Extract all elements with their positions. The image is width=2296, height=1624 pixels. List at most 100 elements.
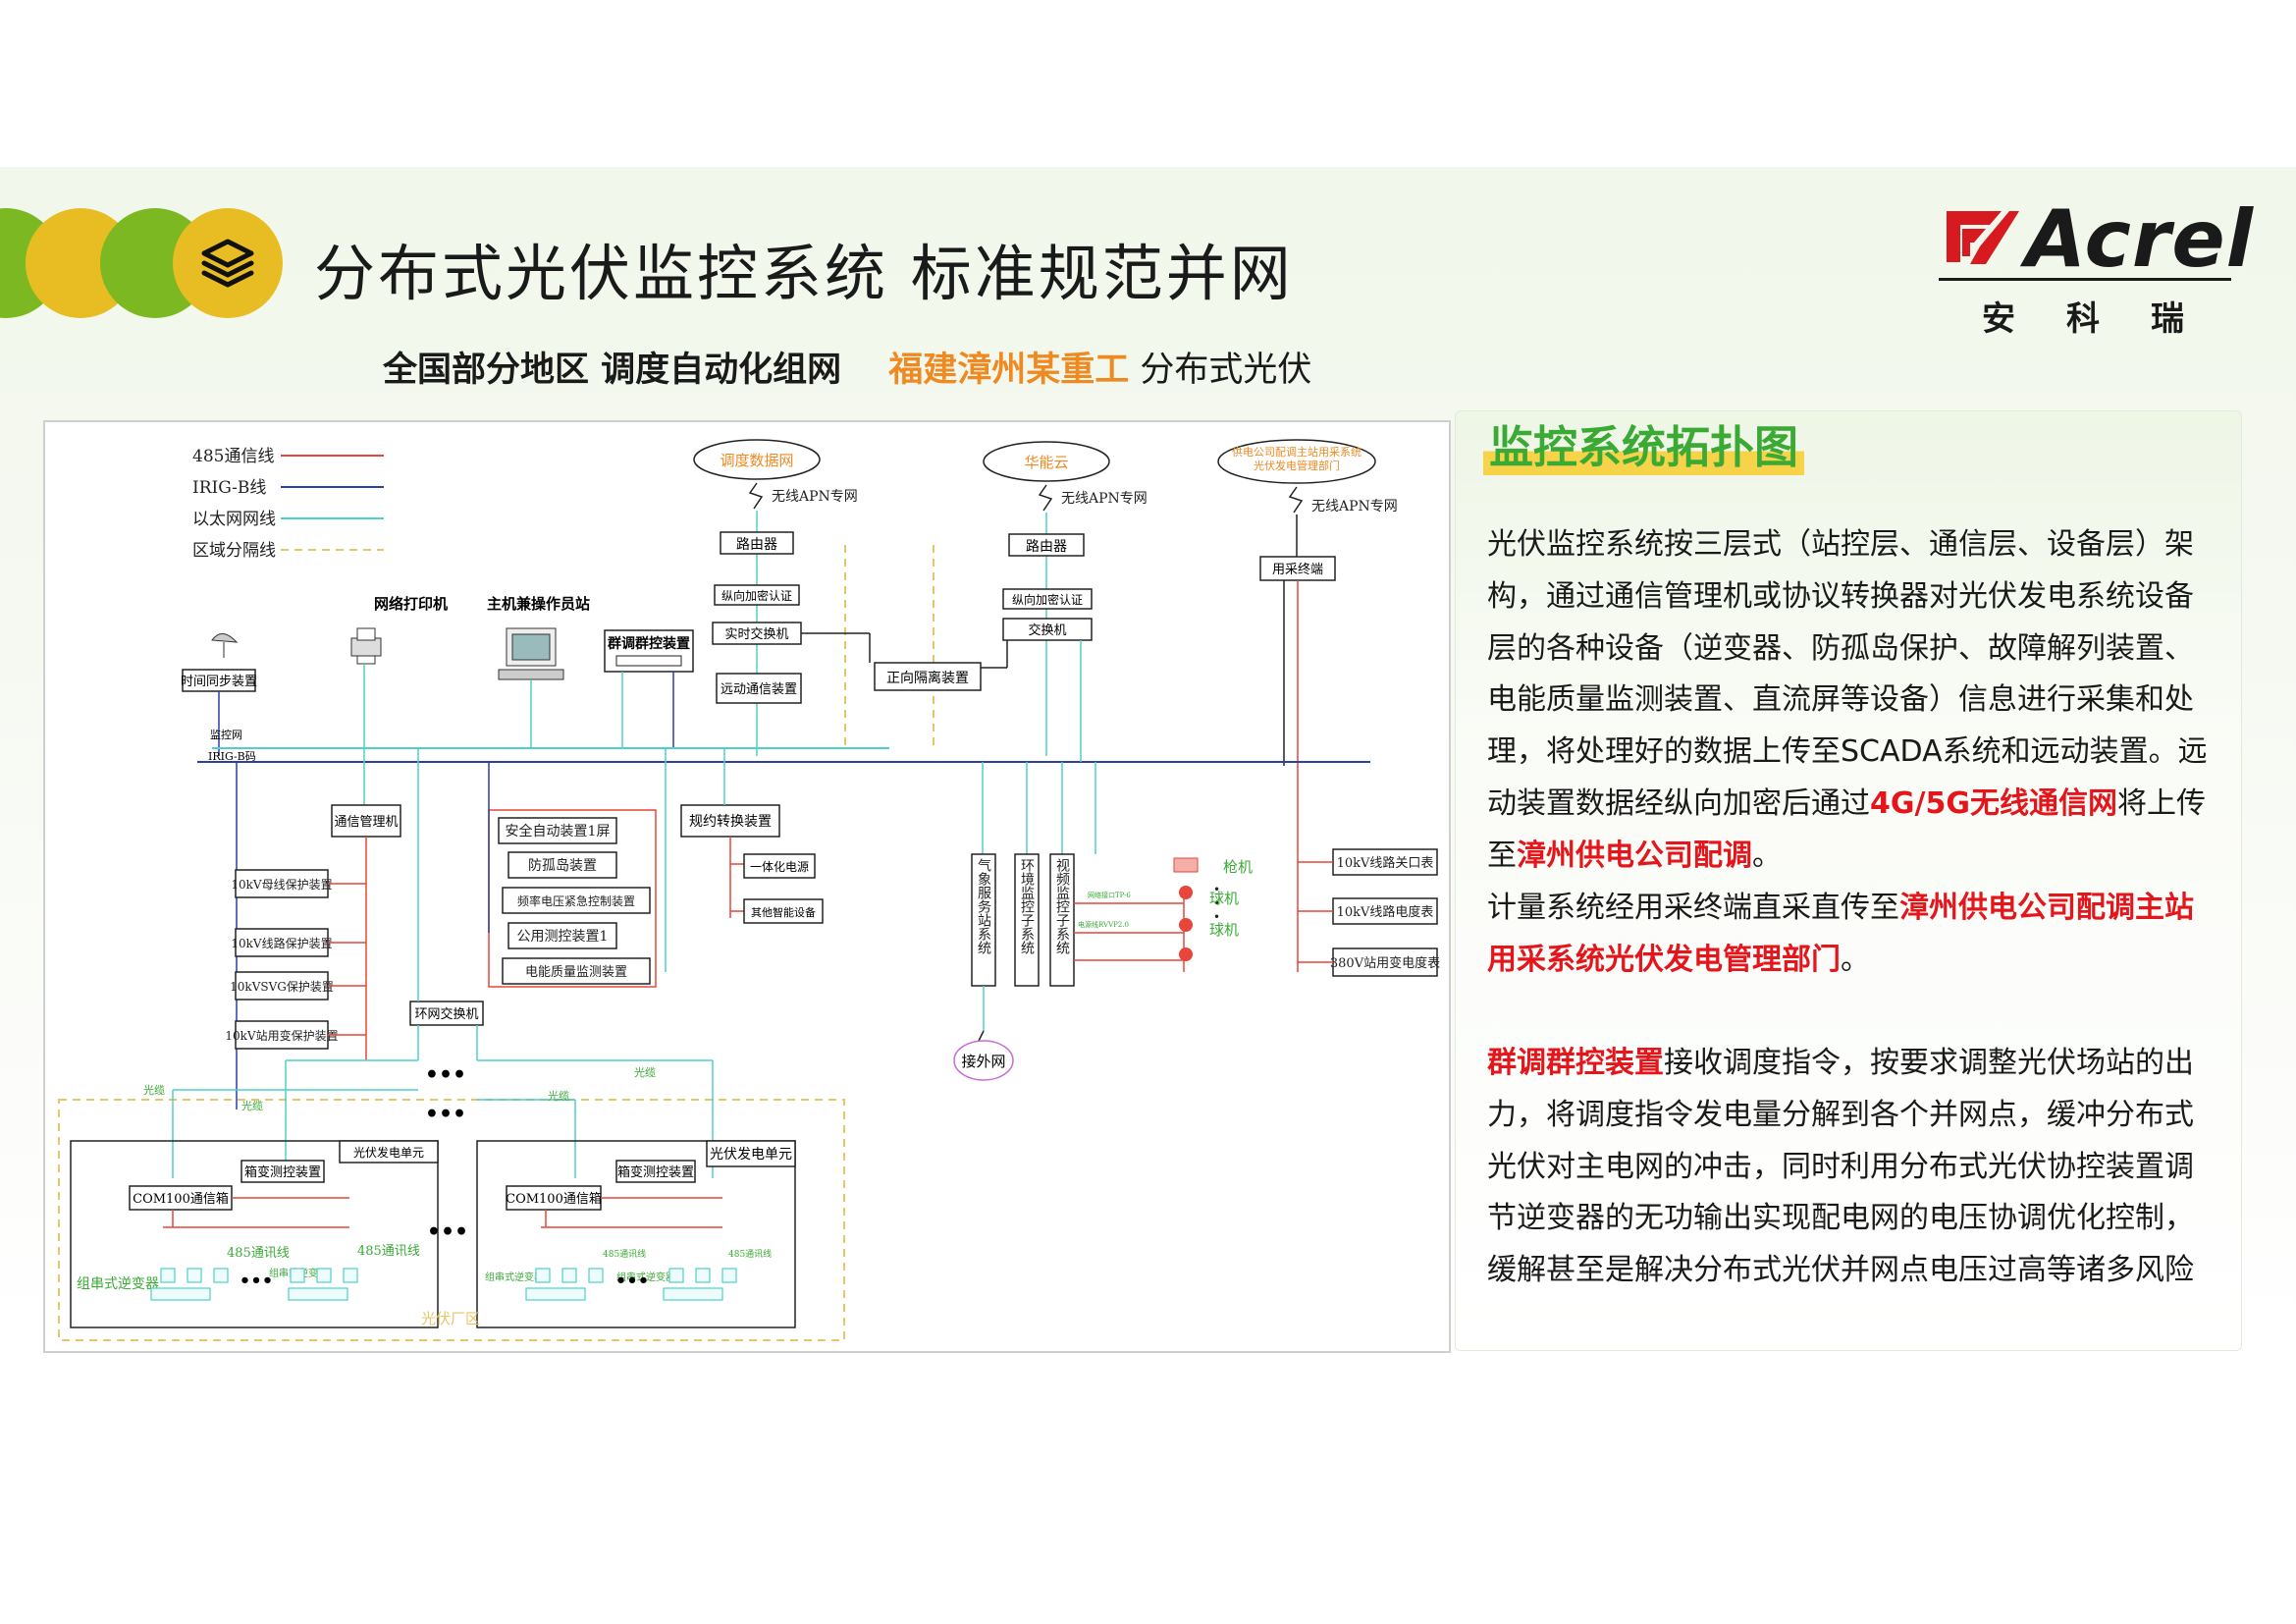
pv-unit-1: 光伏发电单元: [353, 1145, 424, 1160]
svg-text:•••: •••: [425, 1062, 466, 1088]
page-subtitle: 全国部分地区 调度自动化组网 福建漳州某重工 分布式光伏: [383, 342, 1311, 392]
acrel-logo: Acrel 安科瑞: [1939, 193, 2253, 339]
p3-text: 接收调度指令，按要求调整光伏场站的出力，将调度指令发电量分解到各个并网点，缓冲分…: [1487, 1046, 2194, 1288]
logo-line: [1939, 278, 2231, 281]
page-title: 分布式光伏监控系统 标准规范并网: [314, 238, 1294, 309]
subtitle-bold: 全国部分地区 调度自动化组网: [383, 351, 842, 390]
switch-2: 交换机: [1028, 623, 1066, 638]
ball-camera-label-2: 球机: [1209, 921, 1239, 939]
svg-text:•••: •••: [615, 1271, 650, 1291]
sec-2: 防孤岛装置: [528, 858, 597, 874]
sec-5: 电能质量监测装置: [525, 965, 627, 980]
apn-label-3: 无线APN专网: [1311, 499, 1398, 514]
topology-diagram: 485通信线 IRIG-B线 以太网网线 区域分隔线 调度数据网 华能云 供电公…: [43, 420, 1451, 1353]
ring-switch: 环网交换机: [414, 1006, 478, 1022]
cloud-huaneng: 华能云: [1024, 454, 1068, 471]
inverter-label-1: 组串式逆变器: [77, 1276, 159, 1292]
router-2: 路由器: [1026, 539, 1067, 555]
fiber-label-3: 光缆: [548, 1089, 569, 1103]
legend: 485通信线 IRIG-B线 以太网网线 区域分隔线: [192, 447, 384, 561]
svg-text:•••: •••: [427, 1219, 468, 1245]
time-sync: 时间同步装置: [181, 675, 257, 689]
ups: 一体化电源: [750, 860, 809, 874]
com100-1: COM100通信箱: [133, 1191, 229, 1207]
paragraph-architecture: 光伏监控系统按三层式（站控层、通信层、设备层）架构，通过通信管理机或协议转换器对…: [1487, 519, 2214, 883]
p2-highlight: 漳州供电公司配调主站用采系统光伏发电管理部门: [1487, 891, 2194, 977]
box-meas-2: 箱变测控装置: [617, 1164, 694, 1180]
sec-4: 公用测控装置1: [517, 929, 609, 945]
p3-highlight: 群调群控装置: [1487, 1046, 1664, 1080]
router-1: 路由器: [736, 537, 777, 553]
vert-encrypt-2: 纵向加密认证: [1012, 592, 1083, 607]
inverter-label-2b: 组串式逆变器: [616, 1271, 675, 1283]
camera-icons: [1173, 857, 1199, 961]
meter-1: 10kV线路关口表: [1337, 855, 1434, 871]
subtitle-orange: 福建漳州某重工: [888, 351, 1130, 390]
printer-label: 网络打印机: [374, 595, 448, 613]
legend-irig: IRIG-B线: [192, 478, 266, 498]
meter-3: 380V站用变电度表: [1330, 955, 1440, 971]
inverter-label-2: 组串式逆变器: [485, 1271, 544, 1283]
pv-unit-2: 光伏发电单元: [710, 1147, 792, 1163]
p1-highlight-network: 4G/5G无线通信网: [1870, 785, 2117, 821]
logo-cn: 安科瑞: [1982, 299, 2235, 339]
printer-icon: [350, 627, 382, 665]
layers-icon: [201, 239, 254, 288]
pv-area-label: 光伏厂区: [421, 1310, 480, 1327]
group-ctrl: 群调群控装置: [607, 635, 690, 652]
legend-zone: 区域分隔线: [192, 541, 276, 561]
ball-camera-label-1: 球机: [1209, 890, 1239, 907]
satellite-dish-icon: [211, 633, 239, 658]
paragraph-metering: 计量系统经用采终端直采直传至漳州供电公司配调主站用采系统光伏发电管理部门。: [1487, 883, 2214, 987]
comm-mgr: 通信管理机: [334, 815, 398, 830]
cloud-internet: 接外网: [961, 1053, 1005, 1070]
acrel-mark-icon: [1947, 211, 2019, 264]
logo-word: Acrel: [2025, 193, 2255, 285]
apn-label-2: 无线APN专网: [1061, 491, 1148, 507]
p2-text-a: 计量系统经用采终端直采直传至: [1487, 891, 1899, 925]
fiber-label-4: 光缆: [634, 1065, 656, 1079]
host-label: 主机兼操作员站: [487, 595, 590, 613]
com485-label-4: 485通讯线: [728, 1248, 772, 1260]
com485-label-1: 485通讯线: [227, 1246, 290, 1261]
com485-label-3: 485通讯线: [603, 1248, 646, 1260]
rt-switch: 实时交换机: [724, 626, 788, 642]
cloud-dispatch: 调度数据网: [720, 452, 793, 469]
topology-svg: 485通信线 IRIG-B线 以太网网线 区域分隔线 调度数据网 华能云 供电公…: [58, 439, 1440, 1341]
apn-label-1: 无线APN专网: [772, 489, 858, 505]
other-devices: 其他智能设备: [751, 905, 816, 919]
remote-device: 远动通信装置: [721, 682, 797, 697]
svg-text:•: •: [1213, 883, 1220, 896]
subtitle-rest: 分布式光伏: [1129, 351, 1312, 390]
com485-label-2: 485通讯线: [357, 1244, 420, 1259]
deco-circle-yellow-icon: [173, 208, 283, 318]
p1-text-b: 将上传至: [1487, 785, 2206, 873]
panel-title: 监控系统拓扑图: [1483, 411, 1805, 475]
svg-text:•••: •••: [240, 1271, 274, 1291]
prot-line: 10kV线路保护装置: [231, 936, 332, 950]
legend-485: 485通信线: [192, 447, 274, 466]
p1-text-c: 。: [1752, 838, 1782, 873]
sub-env: 环境监控子系统: [1019, 858, 1035, 954]
fiber-label-1: 光缆: [143, 1083, 165, 1097]
collector: 用采终端: [1272, 562, 1323, 577]
sec-1: 安全自动装置1屏: [506, 823, 611, 839]
sub-video: 视频监控子系统: [1054, 858, 1070, 954]
svg-text:•: •: [1213, 896, 1220, 910]
prot-station: 10kV站用变保护装置: [225, 1028, 338, 1043]
gun-camera-label: 枪机: [1223, 858, 1253, 876]
monitor-net-label: 监控网: [210, 728, 242, 741]
isolator: 正向隔离装置: [886, 670, 969, 686]
vert-encrypt-1: 纵向加密认证: [721, 588, 792, 603]
fiber-label-2: 光缆: [241, 1099, 263, 1112]
paragraph-group-control: 群调群控装置接收调度指令，按要求调整光伏场站的出力，将调度指令发电量分解到各个并…: [1487, 1038, 2214, 1297]
p2-text-b: 。: [1841, 942, 1870, 977]
irig-label: IRIG-B码: [208, 750, 256, 763]
sub-weather: 气象服务站系统: [976, 858, 991, 954]
legend-ethernet: 以太网网线: [192, 510, 276, 529]
protocol-conv: 规约转换装置: [689, 813, 772, 830]
video-power-label: 电源线RVVP2.0: [1078, 920, 1129, 929]
p1-highlight-dispatch: 漳州供电公司配调: [1517, 838, 1752, 873]
p1-text-a: 光伏监控系统按三层式（站控层、通信层、设备层）架构，通过通信管理机或协议转换器对…: [1487, 527, 2208, 821]
description-panel: 监控系统拓扑图 光伏监控系统按三层式（站控层、通信层、设备层）架构，通过通信管理…: [1455, 410, 2242, 1351]
